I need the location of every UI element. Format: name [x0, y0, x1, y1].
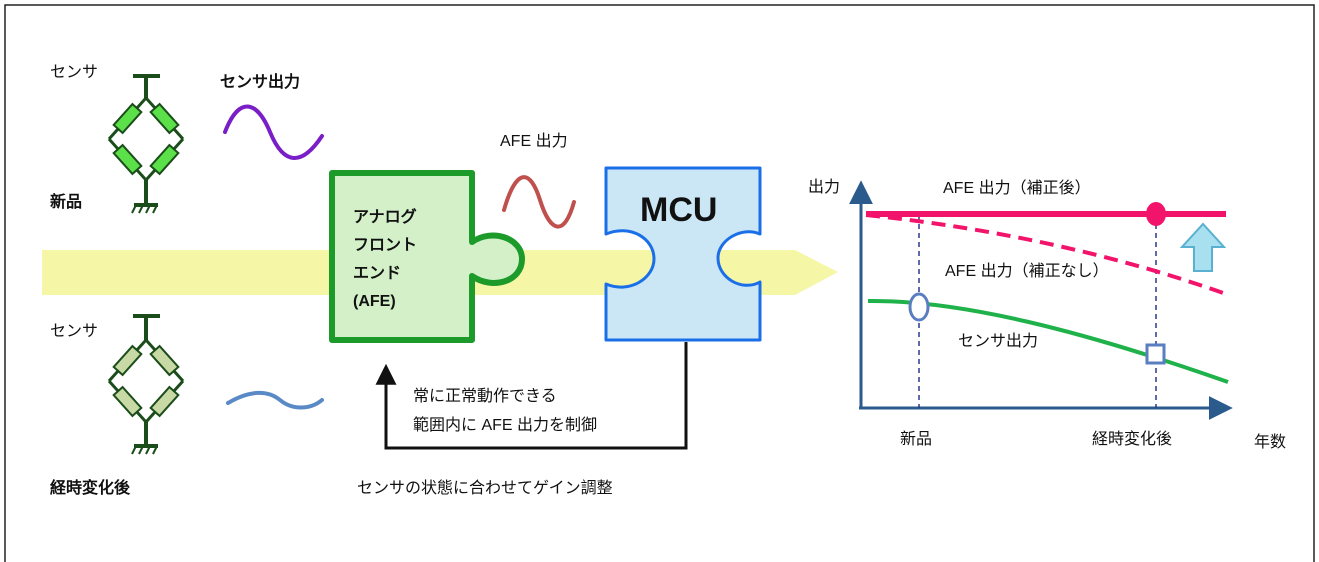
graph-tick-aged: 経時変化後	[1092, 430, 1172, 448]
sensor-marker-new	[908, 292, 930, 322]
feedback-caption: センサの状態に合わせてゲイン調整	[357, 479, 613, 497]
label-afe-corrected: AFE 出力（補正後）	[943, 179, 1091, 197]
sensor-bridge-new	[107, 74, 185, 214]
afe-line-3: エンド	[353, 265, 401, 282]
graph-y-label: 出力	[808, 178, 840, 196]
curve-sensor	[867, 298, 1229, 384]
aging-graph	[849, 180, 1233, 420]
sensor-aged-label: センサ	[50, 323, 98, 340]
sensor-output-label: センサ出力	[220, 72, 300, 91]
afe-block	[329, 170, 525, 343]
label-sensor-output: センサ出力	[958, 332, 1038, 350]
mcu-label: MCU	[640, 191, 717, 229]
graph-tick-new: 新品	[900, 430, 932, 448]
feedback-line-2: 範囲内に AFE 出力を制御	[413, 416, 597, 434]
afe-line-1: アナログ	[353, 207, 417, 226]
sensor-wave-aged	[226, 390, 324, 410]
frame-border	[4, 4, 1315, 562]
sensor-new-label: センサ	[50, 64, 98, 81]
graph-x-label: 年数	[1254, 433, 1286, 451]
label-afe-uncorrected: AFE 出力（補正なし）	[945, 262, 1109, 280]
sensor-aged-state: 経時変化後	[50, 478, 131, 497]
afe-output-wave	[502, 175, 576, 229]
sensor-marker-aged	[1145, 343, 1166, 365]
afe-line-2: フロント	[353, 237, 417, 254]
sensor-bridge-aged	[107, 314, 185, 455]
correction-up-arrow	[1179, 222, 1227, 272]
afe-output-label: AFE 出力	[500, 132, 568, 150]
curve-uncorrected	[865, 213, 1227, 296]
mcu-block	[604, 166, 762, 342]
afe-line-4: (AFE)	[353, 293, 396, 310]
feedback-arrow	[375, 342, 688, 450]
sensor-new-state: 新品	[50, 192, 82, 211]
sensor-wave-new	[223, 104, 324, 160]
feedback-line-1: 常に正常動作できる	[413, 387, 557, 405]
corrected-marker-aged	[1146, 202, 1166, 226]
